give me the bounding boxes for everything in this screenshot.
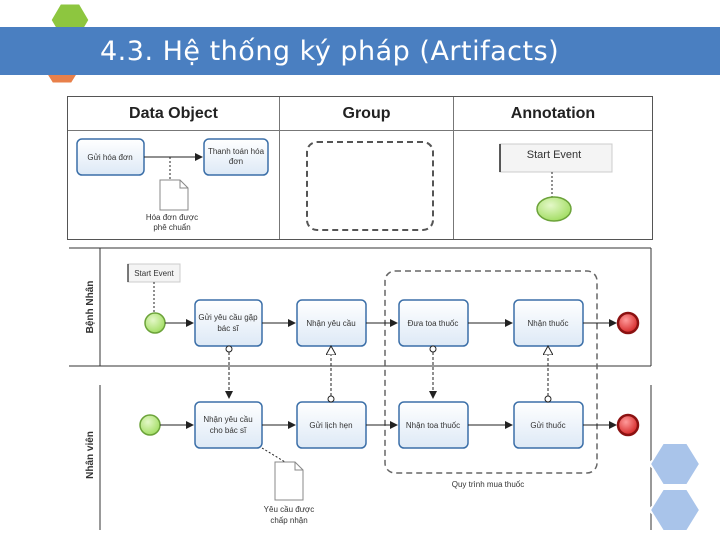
task-send-medicine: Gửi thuốc bbox=[513, 401, 584, 449]
pool-patient: Bệnh Nhân bbox=[69, 247, 652, 367]
end-event-circle bbox=[616, 413, 640, 437]
data-object-label: Yêu cầu được bbox=[264, 505, 315, 514]
task-label: cho bác sĩ bbox=[210, 426, 247, 435]
task-receive-request: Nhận yêu cầu bbox=[296, 299, 367, 347]
task-label: bác sĩ bbox=[217, 324, 239, 333]
legend-header-annotation: Annotation bbox=[454, 97, 652, 131]
data-object-icon bbox=[159, 179, 189, 211]
slide-title: 4.3. Hệ thống ký pháp (Artifacts) bbox=[100, 36, 560, 67]
task-label: Gửi lịch hẹn bbox=[309, 421, 352, 430]
task-receive-prescription: Nhận toa thuốc bbox=[398, 401, 469, 449]
title-bar bbox=[0, 27, 720, 75]
decorative-hexagons-corner bbox=[648, 442, 702, 532]
task-box bbox=[194, 299, 263, 347]
hexagon-light bbox=[648, 488, 702, 532]
group-label: Quy trình mua thuốc bbox=[452, 480, 524, 489]
message-flow-start bbox=[327, 395, 335, 403]
legend-data-object-example: Gửi hóa đơn Thanh toán hóa đơn Hóa đơn đ… bbox=[76, 138, 269, 232]
task-label: Nhận yêu cầu bbox=[203, 415, 252, 424]
message-flow-start bbox=[429, 345, 437, 353]
legend-header-data-object: Data Object bbox=[68, 97, 280, 131]
task-label: Nhận yêu cầu bbox=[306, 319, 355, 328]
task-label: đơn bbox=[229, 157, 243, 166]
task-send-appointment: Gửi lịch hẹn bbox=[296, 401, 367, 449]
start-event-circle bbox=[536, 196, 572, 222]
legend-header-group: Group bbox=[280, 97, 454, 131]
legend-divider bbox=[453, 130, 454, 239]
data-object-label: phê chuẩn bbox=[153, 223, 190, 232]
legend-divider bbox=[279, 130, 280, 239]
task-box bbox=[194, 401, 263, 449]
data-object-icon bbox=[274, 461, 304, 501]
task-label: Đưa toa thuốc bbox=[408, 319, 459, 328]
task-label: Nhận toa thuốc bbox=[406, 421, 460, 430]
data-object-label: Hóa đơn được bbox=[146, 213, 198, 222]
start-event-circle bbox=[144, 312, 166, 334]
association-line bbox=[261, 447, 286, 463]
lane-label-staff: Nhân viên bbox=[85, 431, 96, 479]
hexagon-light bbox=[648, 442, 702, 486]
lane-label-patient: Bệnh Nhân bbox=[85, 281, 96, 334]
task-send-request: Gửi yêu cầu gặp bác sĩ bbox=[194, 299, 263, 347]
annotation-shadow-box bbox=[499, 143, 613, 173]
task-label: Thanh toán hóa bbox=[208, 147, 265, 156]
task-receive-medicine: Nhận thuốc bbox=[513, 299, 584, 347]
data-object-fold bbox=[179, 180, 188, 189]
pool-staff: Nhân viên bbox=[85, 385, 652, 530]
task-label: Gửi thuốc bbox=[530, 421, 565, 430]
process-group-box bbox=[384, 270, 598, 474]
task-label: Gửi hóa đơn bbox=[87, 153, 132, 162]
annotation-label: Start Event bbox=[527, 149, 581, 161]
message-flows bbox=[225, 345, 552, 403]
message-flow-start bbox=[544, 395, 552, 403]
end-event-circle bbox=[616, 311, 640, 335]
task-box bbox=[203, 138, 269, 176]
legend-annotation-example: Start Event bbox=[499, 143, 613, 222]
message-flow-start bbox=[225, 345, 233, 353]
task-label: Nhận thuốc bbox=[528, 319, 569, 328]
start-event-circle bbox=[139, 414, 161, 436]
group-example-box bbox=[306, 141, 434, 231]
task-give-prescription: Đưa toa thuốc bbox=[398, 299, 469, 347]
data-object-fold bbox=[294, 462, 303, 471]
task-label: Gửi yêu cầu gặp bbox=[198, 313, 258, 322]
task-receive-request-for-doctor: Nhận yêu cầu cho bác sĩ bbox=[194, 401, 263, 449]
annotation-label: Start Event bbox=[134, 269, 174, 278]
data-object-label: chấp nhận bbox=[270, 516, 307, 525]
